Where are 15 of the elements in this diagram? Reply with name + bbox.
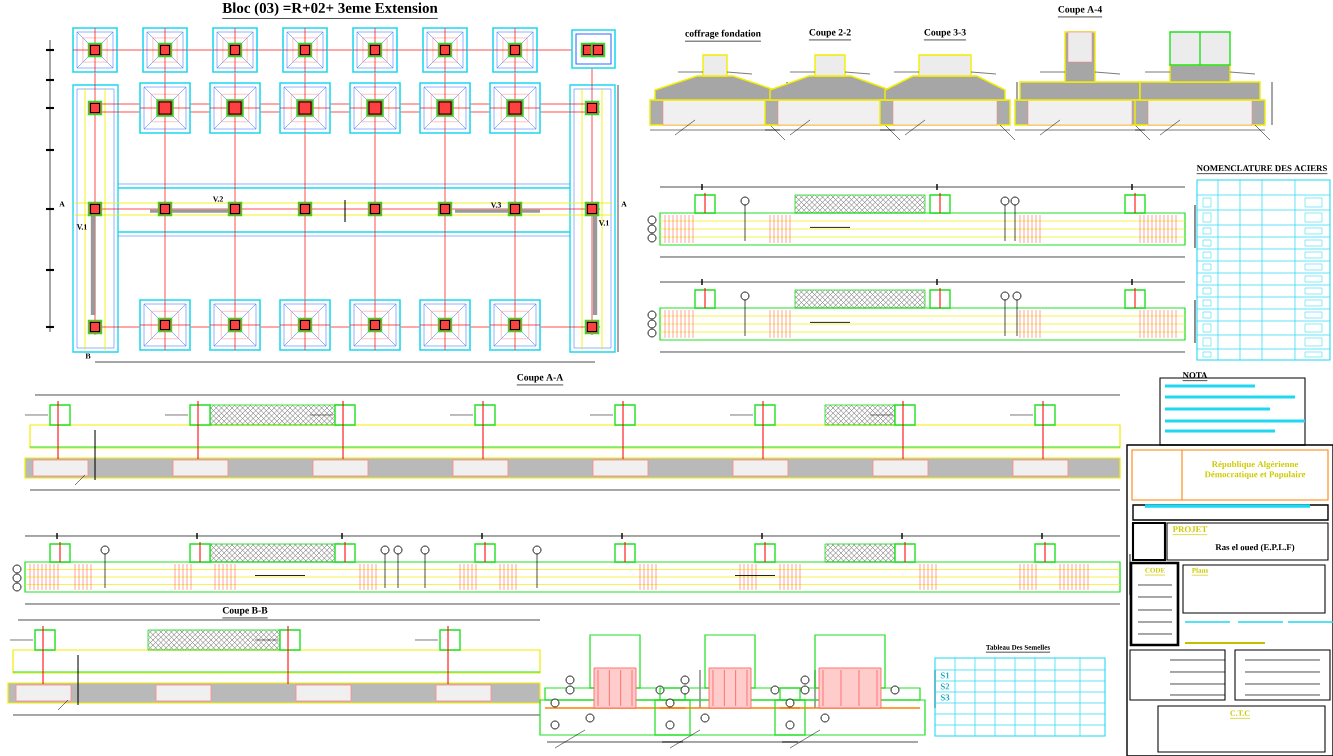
section-title: NOMENCLATURE DES ACIERS <box>1196 165 1328 174</box>
table-cell: S1 <box>940 672 950 679</box>
drawing-title: Bloc (03) =R+02+ 3eme Extension <box>221 2 439 19</box>
title-block-text: PROJET <box>1172 526 1208 535</box>
section-title: Coupe B-B <box>221 607 269 619</box>
section-title: Coupe 3-3 <box>923 29 967 41</box>
section-title: Coupe A-A <box>516 374 564 386</box>
section-title: NOTA <box>1182 372 1208 381</box>
section-title: Coupe A-4 <box>1057 6 1103 18</box>
title-block-text: Ras el oued (E.P.L.F) <box>1215 544 1295 552</box>
table-cell: S3 <box>940 694 950 701</box>
table-cell: S2 <box>940 683 950 690</box>
section-title: Coupe 2-2 <box>808 29 852 41</box>
title-block-text: République Algérienne Démocratique et Populaire <box>1204 460 1306 480</box>
section-title: coffrage fondation <box>684 29 762 42</box>
